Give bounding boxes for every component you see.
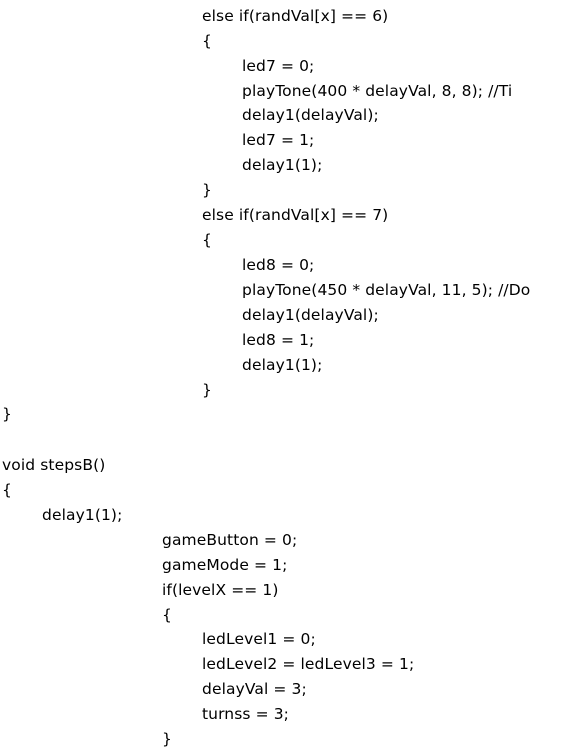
code-line: ledLevel2 = ledLevel3 = 1;: [202, 655, 415, 673]
code-line: }: [202, 381, 212, 399]
code-line: }: [202, 181, 212, 199]
code-line: gameButton = 0;: [162, 531, 298, 549]
code-line: void stepsB(): [2, 456, 106, 474]
code-line: {: [162, 606, 172, 624]
code-line: ledLevel1 = 0;: [202, 630, 316, 648]
code-line: led8 = 0;: [242, 256, 315, 274]
code-line: playTone(400 * delayVal, 8, 8); //Ti: [242, 82, 513, 100]
code-line: else if(randVal[x] == 6): [202, 7, 389, 25]
code-line: {: [202, 231, 212, 249]
code-line: {: [2, 481, 12, 499]
code-line: {: [202, 32, 212, 50]
code-line: delay1(1);: [42, 506, 123, 524]
code-line: playTone(450 * delayVal, 11, 5); //Do: [242, 281, 531, 299]
code-line: led7 = 1;: [242, 131, 315, 149]
code-line: delay1(delayVal);: [242, 306, 379, 324]
code-line: gameMode = 1;: [162, 556, 288, 574]
code-line: }: [162, 730, 172, 748]
code-line: led8 = 1;: [242, 331, 315, 349]
code-line: delay1(delayVal);: [242, 106, 379, 124]
code-line: delayVal = 3;: [202, 680, 307, 698]
code-line: turnss = 3;: [202, 705, 290, 723]
code-line: delay1(1);: [242, 156, 323, 174]
code-line: delay1(1);: [242, 356, 323, 374]
code-line: if(levelX == 1): [162, 581, 279, 599]
code-line: else if(randVal[x] == 7): [202, 206, 389, 224]
code-line: }: [2, 405, 12, 423]
code-line: led7 = 0;: [242, 57, 315, 75]
